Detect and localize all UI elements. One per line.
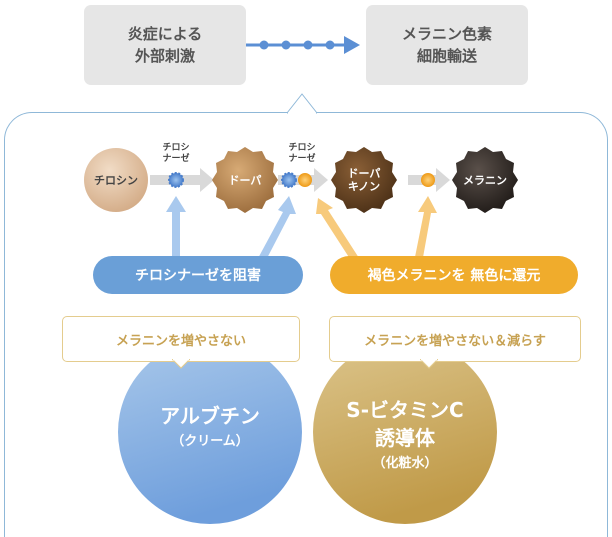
- inflammation-stimulus-box: 炎症による 外部刺激: [84, 5, 246, 85]
- vitamin-c-name-line1: S-ビタミンC: [346, 398, 464, 422]
- node-melanin: メラニン: [463, 173, 507, 187]
- enzyme-label-1: チロシ ナーゼ: [162, 143, 190, 164]
- arbutin-form: （クリーム）: [171, 434, 249, 449]
- node-dopaquinone-shape: [331, 147, 397, 213]
- arbutin-name: アルブチン: [160, 404, 260, 428]
- right-callout-tail: [420, 359, 438, 369]
- node-dopaquinone: ドーパ キノン: [347, 167, 381, 193]
- melanin-transport-box: メラニン色素 細胞輸送: [366, 5, 528, 85]
- enzyme-dot-1: [168, 172, 184, 188]
- vitamin-c-form: （化粧水）: [372, 456, 438, 471]
- enzyme-dot-2: [281, 172, 297, 188]
- vitamin-c-name-line2: 誘導体: [375, 426, 435, 450]
- reducer-dot-2: [421, 173, 435, 187]
- node-tyrosine-shape: [84, 148, 148, 212]
- node-tyrosine: チロシン: [94, 173, 138, 187]
- left-effect-callout: メラニンを増やさない: [62, 316, 300, 362]
- reducer-dot-1: [298, 173, 312, 187]
- right-effect-callout: メラニンを増やさない＆減らす: [329, 316, 581, 362]
- enzyme-label-2: チロシ ナーゼ: [288, 143, 316, 164]
- panel-notch: [287, 93, 317, 114]
- node-dopa-shape: [212, 147, 278, 213]
- top-flow-arrow: [246, 36, 360, 54]
- arbutin-circle: [118, 340, 302, 524]
- left-callout-tail: [172, 359, 190, 369]
- node-dopa: ドーパ: [228, 173, 262, 187]
- vitamin-c-circle: [313, 340, 497, 524]
- reduce-melanin-pill: 褐色メラニンを 無色に還元: [330, 256, 578, 294]
- node-melanin-shape: [452, 147, 518, 213]
- inhibit-tyrosinase-pill: チロシナーゼを阻害: [93, 256, 303, 294]
